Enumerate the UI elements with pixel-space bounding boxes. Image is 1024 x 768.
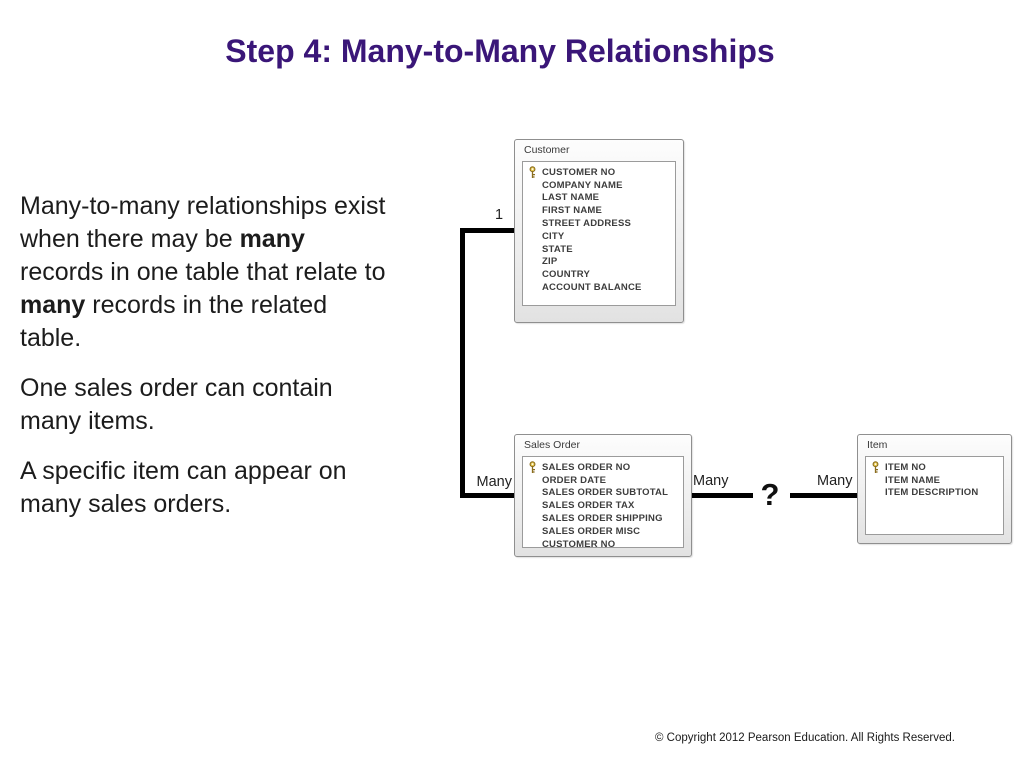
table-row: LAST NAME xyxy=(528,192,673,205)
field-list: CUSTOMER NO COMPANY NAME xyxy=(522,161,676,306)
field-name: ITEM DESCRIPTION xyxy=(885,487,979,499)
field-name: SALES ORDER SHIPPING xyxy=(542,513,663,525)
field-name: SALES ORDER TAX xyxy=(542,500,635,512)
field-name: ITEM NO xyxy=(885,461,926,473)
field-name: ORDER DATE xyxy=(542,474,607,486)
table-row: STATE xyxy=(528,243,673,256)
table-row: FIRST NAME xyxy=(528,204,673,217)
entity-table-item: Item ITEM NO xyxy=(857,434,1012,544)
table-row: STREET ADDRESS xyxy=(528,217,673,230)
paragraph-sales-order: One sales order can contain many items. xyxy=(20,374,333,435)
field-list: SALES ORDER NO ORDER DATE xyxy=(522,456,684,551)
table-row: SALES ORDER MISC xyxy=(528,525,681,538)
cardinality-label-many-middle: Many xyxy=(693,473,729,489)
field-name: COMPANY NAME xyxy=(542,179,623,191)
entity-table-customer: Customer CUSTOMER NO xyxy=(514,139,684,323)
paragraph-many-to-many: Many-to-many relationships exist when th… xyxy=(20,192,386,352)
slide-title: Step 4: Many-to-Many Relationships xyxy=(225,33,775,69)
table-row: ITEM DESCRIPTION xyxy=(871,487,1001,500)
table-row: ACCOUNT BALANCE xyxy=(528,281,673,294)
field-name: STREET ADDRESS xyxy=(542,218,632,230)
table-row: SALES ORDER SHIPPING xyxy=(528,512,681,525)
connector-line-customer xyxy=(460,228,514,233)
field-name: CUSTOMER NO xyxy=(542,166,616,178)
body-text-block: Many-to-many relationships exist when th… xyxy=(20,190,392,538)
field-name: CITY xyxy=(542,230,565,242)
field-name: SALES ORDER MISC xyxy=(542,525,641,537)
table-title: Sales Order xyxy=(524,439,581,451)
field-name: COUNTRY xyxy=(542,269,591,281)
connector-line-vertical xyxy=(460,228,465,498)
connector-line-sales-left xyxy=(460,493,514,498)
table-row: ITEM NAME xyxy=(871,474,1001,487)
field-name: LAST NAME xyxy=(542,192,600,204)
table-row: COMPANY NAME xyxy=(528,179,673,192)
table-row: ORDER DATE xyxy=(528,474,681,487)
table-row: CUSTOMER NO xyxy=(528,166,673,179)
table-row: CITY xyxy=(528,230,673,243)
cardinality-label-one: 1 xyxy=(494,207,504,223)
table-row: ITEM NO xyxy=(871,461,1001,474)
table-row: ZIP xyxy=(528,256,673,269)
copyright-text: © Copyright 2012 Pearson Education. All … xyxy=(655,732,955,744)
table-row: CUSTOMER NO xyxy=(528,538,681,551)
cardinality-label-many-left: Many xyxy=(476,474,512,490)
primary-key-icon xyxy=(529,166,536,178)
paragraph-specific-item: A specific item can appear on many sales… xyxy=(20,457,347,518)
field-name: ACCOUNT BALANCE xyxy=(542,282,642,294)
connector-line-sales-right xyxy=(692,493,753,498)
table-row: SALES ORDER SUBTOTAL xyxy=(528,487,681,500)
connector-line-item xyxy=(790,493,857,498)
table-row: COUNTRY xyxy=(528,268,673,281)
field-list: ITEM NO ITEM NAME xyxy=(865,456,1004,535)
table-row: SALES ORDER TAX xyxy=(528,499,681,512)
field-name: ITEM NAME xyxy=(885,474,941,486)
field-name: STATE xyxy=(542,243,573,255)
field-name: FIRST NAME xyxy=(542,205,603,217)
field-name: SALES ORDER NO xyxy=(542,461,631,473)
table-title: Customer xyxy=(524,144,570,156)
field-name: SALES ORDER SUBTOTAL xyxy=(542,487,669,499)
primary-key-icon xyxy=(872,461,879,473)
cardinality-label-many-right: Many xyxy=(817,473,853,489)
table-title: Item xyxy=(867,439,888,451)
field-name: CUSTOMER NO xyxy=(542,538,616,550)
question-mark-label: ? xyxy=(760,477,780,512)
field-name: ZIP xyxy=(542,256,558,268)
entity-table-sales-order: Sales Order SALES ORDER NO xyxy=(514,434,692,557)
primary-key-icon xyxy=(529,461,536,473)
table-row: SALES ORDER NO xyxy=(528,461,681,474)
